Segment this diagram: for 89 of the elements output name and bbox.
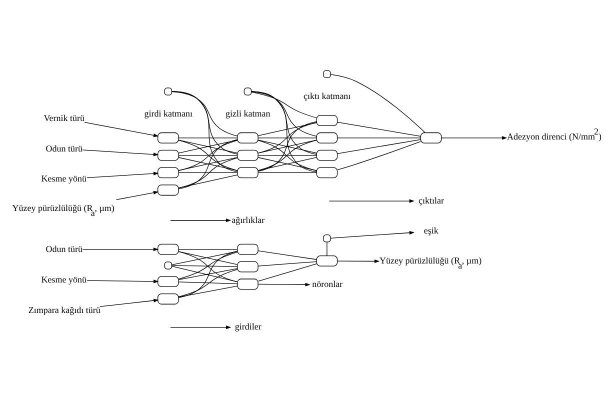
label: gizli katman [226,108,270,118]
connector [330,74,426,133]
connector [258,261,317,266]
arrow [116,190,159,200]
arrow [100,298,159,307]
connector [171,91,238,136]
node-text: Zımpara kağıdı türü [28,304,100,315]
connector [258,122,317,136]
connector [250,91,317,172]
connector [178,140,238,154]
connector [336,122,421,137]
connector [251,92,317,118]
node-text: ağırlıklar [232,214,265,225]
connector [178,172,238,174]
node-box [158,132,179,144]
node-box [158,184,179,196]
connector [258,154,317,156]
arrow [441,136,508,140]
node-box [164,88,172,96]
connector [258,250,317,260]
arrow [84,122,159,138]
node-box [158,167,179,178]
node-box [158,294,179,304]
connector [258,157,317,171]
arrow [258,282,310,286]
node-box [164,262,172,270]
node-text: Kesme yönü [41,174,86,184]
node-text: Vernik türü [44,112,85,123]
label: çıktı katmanı [303,91,351,102]
node-box [316,150,338,161]
connector [171,91,238,172]
arrow [328,199,414,203]
node-text: eşik [424,226,438,236]
connector [178,286,238,298]
connector [258,122,317,154]
arrow [82,150,159,156]
node-box [420,132,442,144]
node-box [323,234,331,242]
connector [171,266,238,282]
node-box [237,132,258,144]
connector [178,269,238,298]
node-text: girdiler [234,322,262,332]
node-box [237,278,258,290]
node-text: nöronlar [312,279,343,290]
connector [172,91,238,154]
connector [178,249,238,250]
arrow [330,230,415,239]
connector [258,140,317,154]
connector [258,121,317,172]
connector [178,282,238,284]
connector [251,91,317,155]
node-box [316,167,338,178]
arrow [170,218,232,222]
node-box [323,70,331,78]
node-box [237,244,258,255]
node-box [158,276,179,288]
node-text: Kesme yönü [41,274,86,285]
arrow [336,259,380,264]
node-text: çıktılar [418,195,444,206]
connector [171,265,238,267]
connector [336,139,421,154]
node-box [316,255,338,266]
connector [178,174,238,188]
connector [178,157,238,188]
arrow [86,280,159,284]
node-text: Odun türü [46,143,82,154]
label: girdi katmanı [144,108,193,118]
node-box [244,88,252,96]
connector [178,154,238,156]
connector [258,172,317,174]
node-box [237,167,258,178]
connector [178,268,238,280]
node-box [237,261,258,272]
arrow [82,248,159,252]
node-box [237,150,258,161]
connector [337,141,421,170]
connector [326,242,328,256]
node-box [316,115,338,126]
connector [178,157,238,171]
node-box [158,150,179,161]
connector [250,91,317,137]
node-box [158,244,179,255]
node-text: Odun türü [46,244,82,254]
connector [258,264,317,282]
connector [178,139,238,190]
connector [178,250,238,298]
arrow [170,326,232,330]
arrow [86,172,159,178]
node-box [316,132,338,144]
